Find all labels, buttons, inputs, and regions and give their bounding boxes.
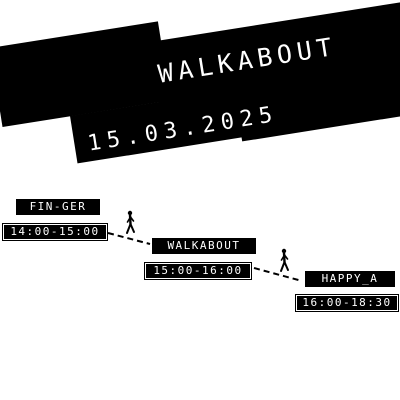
timeline-connector bbox=[107, 232, 151, 245]
slot-time-2: 15:00-16:00 bbox=[144, 262, 252, 280]
slot-time-3: 16:00-18:30 bbox=[295, 294, 399, 312]
slot-name-walkabout: WALKABOUT bbox=[152, 238, 256, 254]
walking-person-icon bbox=[126, 210, 135, 234]
slot-name-fin-ger: FIN-GER bbox=[16, 199, 100, 215]
walking-person-icon bbox=[280, 248, 289, 272]
slot-name-happy-a: HAPPY_A bbox=[305, 271, 395, 287]
slot-time-1: 14:00-15:00 bbox=[2, 223, 108, 241]
timeline-connector bbox=[253, 267, 303, 282]
